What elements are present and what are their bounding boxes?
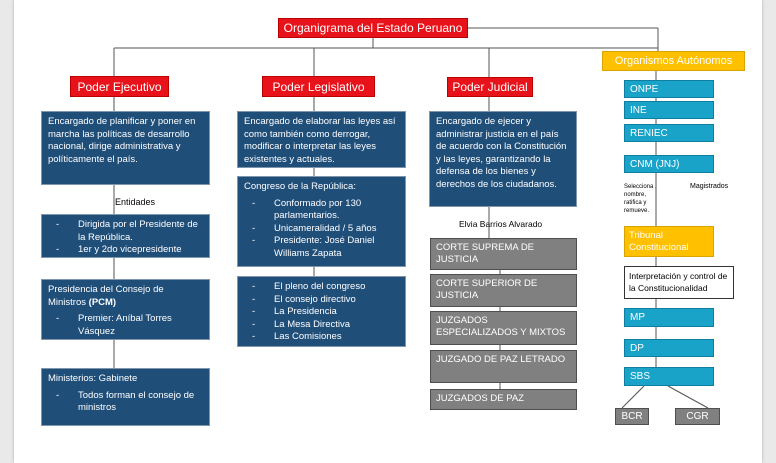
org-chart-page: Organigrama del Estado Peruano Poder Eje…: [14, 0, 762, 463]
pcm-title-text: Presidencia del Consejo de Ministros: [48, 284, 164, 308]
juzgado-paz-letrado: JUZGADO DE PAZ LETRADO: [430, 350, 577, 383]
judicial-header: Poder Judicial: [447, 77, 533, 97]
page-title: Organigrama del Estado Peruano: [278, 18, 468, 38]
pcm-title: Presidencia del Consejo de Ministros (PC…: [48, 284, 203, 309]
corte-suprema: CORTE SUPREMA DE JUSTICIA: [430, 238, 577, 270]
congreso-title: Congreso de la República:: [244, 181, 356, 192]
list-item: Todos forman el consejo de ministros: [56, 390, 203, 415]
ejecutivo-header: Poder Ejecutivo: [70, 76, 169, 97]
selecciona-text: Selecciona , nombre, ratifica y remueve.: [624, 184, 657, 214]
onpe-box: ONPE: [624, 80, 714, 98]
presidente-box: Dirigida por el Presidente de la Repúbli…: [41, 214, 210, 258]
cgr-box: CGR: [675, 408, 720, 425]
magistrados-text: Magistrados: [690, 183, 729, 190]
legislativo-header: Poder Legislativo: [262, 76, 375, 97]
legislativo-description: Encargado de elaborar las leyes así como…: [237, 111, 406, 168]
ministerios-box: Ministerios: Gabinete Todos forman el co…: [41, 368, 210, 426]
congreso-box: Congreso de la República: Conformado por…: [237, 176, 406, 267]
reniec-box: RENIEC: [624, 124, 714, 142]
juzgados-especializados: JUZGADOS ESPECIALIZADOS Y MIXTOS: [430, 311, 577, 345]
tribunal-constitucional-box: Tribunal Constitucional: [624, 226, 714, 257]
judicial-description: Encargado de ejecer y administrar justic…: [429, 111, 577, 207]
ministerios-title: Ministerios: Gabinete: [48, 373, 138, 384]
juzgados-paz: JUZGADOS DE PAZ: [430, 389, 577, 410]
mp-box: MP: [624, 308, 714, 327]
list-item: La Mesa Directiva: [252, 319, 399, 332]
autonomos-header: Organismos Autónomos: [602, 51, 745, 71]
cnm-box: CNM (JNJ): [624, 155, 714, 173]
list-item: Dirigida por el Presidente de la Repúbli…: [56, 219, 203, 244]
bcr-box: BCR: [615, 408, 649, 425]
ejecutivo-description: Encargado de planificar y poner en march…: [41, 111, 210, 185]
list-item: El consejo directivo: [252, 294, 399, 307]
list-item: El pleno del congreso: [252, 281, 399, 294]
connector-lines: [113, 27, 709, 409]
judicial-presidenta: Elvia Barrios Alvarado: [459, 219, 543, 229]
list-item: Premier: Aníbal Torres Vásquez: [56, 313, 203, 338]
list-item: Unicameralidad / 5 años: [252, 223, 399, 236]
entidades-label: Entidades: [115, 197, 156, 207]
corte-superior: CORTE SUPERIOR DE JUSTICIA: [430, 274, 577, 307]
organos-box: El pleno del congreso El consejo directi…: [237, 276, 406, 347]
dp-box: DP: [624, 339, 714, 357]
list-item: 1er y 2do vicepresidente: [56, 244, 203, 257]
pcm-abbr: (PCM): [88, 296, 117, 308]
list-item: Las Comisiones: [252, 331, 399, 344]
list-item: Conformado por 130 parlamentarios.: [252, 198, 399, 223]
ine-box: INE: [624, 101, 714, 119]
tc-description-box: Interpretación y control de la Constituc…: [624, 266, 734, 299]
pcm-box: Presidencia del Consejo de Ministros (PC…: [41, 279, 210, 340]
list-item: La Presidencia: [252, 306, 399, 319]
sbs-box: SBS: [624, 367, 714, 386]
list-item: Presidente: José Daniel Williams Zapata: [252, 235, 399, 260]
